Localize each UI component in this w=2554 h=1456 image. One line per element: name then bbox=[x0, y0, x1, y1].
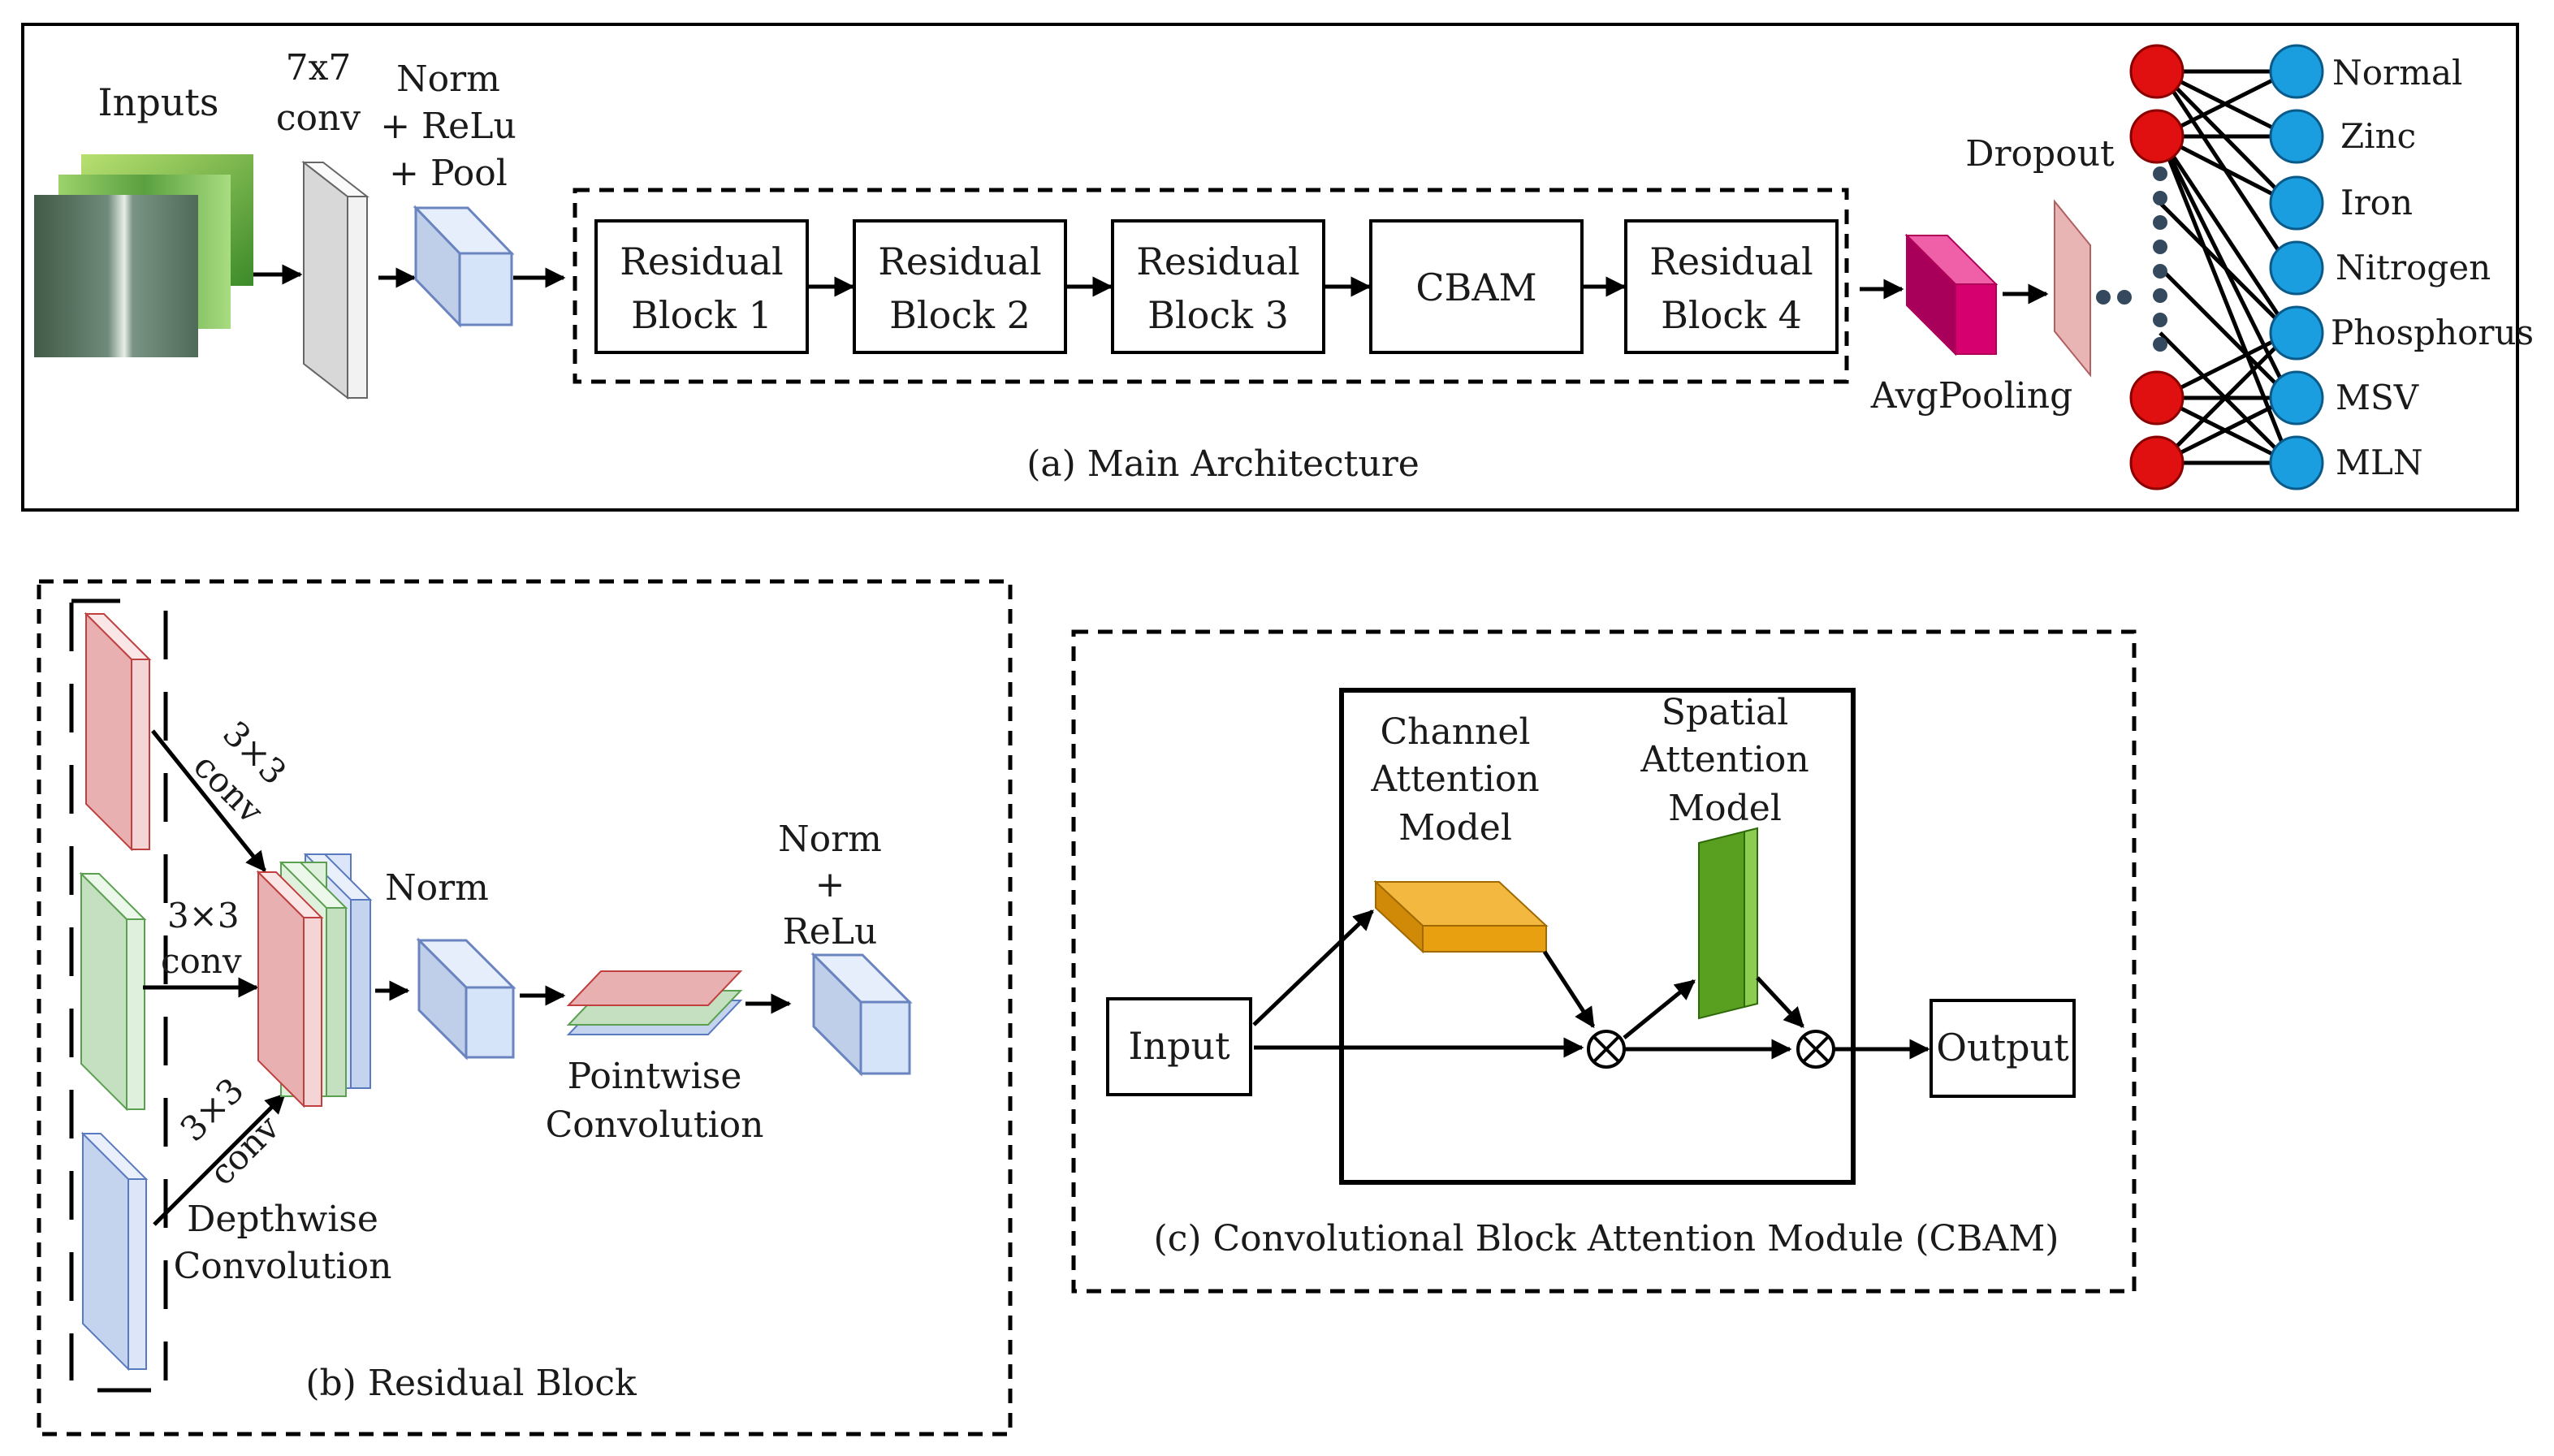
conv-label-mid-2: conv bbox=[161, 941, 242, 981]
dropout-label: Dropout bbox=[1965, 133, 2115, 175]
spatial-label-3: Model bbox=[1668, 788, 1782, 829]
multiply-icon bbox=[1796, 1030, 1835, 1069]
class-node-phosphorus bbox=[2269, 305, 2324, 361]
residual-block-1-line1: Residual bbox=[620, 240, 783, 283]
leaf-image-stack bbox=[34, 154, 253, 357]
pointwise-planes bbox=[566, 970, 743, 1035]
class-node-zinc bbox=[2269, 109, 2324, 164]
cbam-caption: (c) Convolutional Block Attention Module… bbox=[1154, 1218, 2059, 1259]
conv7x7-label-1: 7x7 bbox=[286, 47, 352, 89]
avgpooling-cube bbox=[1904, 233, 1999, 356]
norm-pool-cube bbox=[413, 205, 515, 328]
residual-block-4-line2: Block 4 bbox=[1661, 293, 1802, 337]
norm-relu-pool-3: + Pool bbox=[389, 153, 508, 194]
norm-relu-label-2: + bbox=[815, 864, 845, 905]
depthwise-green-layer bbox=[79, 871, 147, 1112]
pointwise-label-1: Pointwise bbox=[568, 1056, 742, 1097]
conv7x7-label-2: conv bbox=[276, 97, 361, 139]
norm-relu-pool-1: Norm bbox=[396, 58, 500, 100]
spatial-label-1: Spatial bbox=[1662, 692, 1789, 733]
channel-label-2: Attention bbox=[1370, 758, 1539, 800]
cbam-output-box: Output bbox=[1930, 999, 2076, 1098]
depthwise-red-layer bbox=[84, 611, 152, 852]
cbam-output-label: Output bbox=[1936, 1026, 2069, 1069]
spatial-attention-block bbox=[1698, 827, 1758, 1020]
residual-block-4: Residual Block 4 bbox=[1624, 219, 1839, 354]
depthwise-blue-layer bbox=[80, 1131, 149, 1372]
residual-norm-label: Norm bbox=[385, 867, 489, 909]
dropout-layer bbox=[2054, 199, 2091, 378]
conv7x7-layer bbox=[301, 160, 369, 400]
class-label-msv: MSV bbox=[2336, 378, 2419, 417]
avgpooling-label: AvgPooling bbox=[1870, 375, 2072, 417]
inputs-label: Inputs bbox=[98, 80, 219, 124]
residual-block-2-line1: Residual bbox=[878, 240, 1041, 283]
class-label-normal: Normal bbox=[2332, 53, 2462, 93]
norm-relu-pool-2: + ReLu bbox=[380, 106, 516, 147]
norm-relu-cube bbox=[810, 952, 913, 1077]
class-label-nitrogen: Nitrogen bbox=[2336, 248, 2491, 287]
class-node-nitrogen bbox=[2269, 240, 2324, 296]
residual-block-4-line1: Residual bbox=[1649, 240, 1813, 283]
residual-block-3-line2: Block 3 bbox=[1147, 293, 1289, 337]
hidden-node-4 bbox=[2129, 435, 2185, 490]
cbam-input-label: Input bbox=[1128, 1024, 1230, 1068]
residual-block-panel: 3×3 conv 3×3 conv 3×3 conv Depthwise Con… bbox=[37, 579, 1013, 1437]
hidden-node-2 bbox=[2129, 109, 2185, 164]
residual-block-3-line1: Residual bbox=[1136, 240, 1299, 283]
main-caption: (a) Main Architecture bbox=[1026, 443, 1420, 485]
class-node-normal bbox=[2269, 44, 2324, 99]
cbam-panel: Input Output Channel Attention Model Spa… bbox=[1071, 629, 2137, 1294]
class-label-iron: Iron bbox=[2340, 183, 2413, 223]
cbam-block-label: CBAM bbox=[1415, 266, 1536, 309]
norm-relu-label-3: ReLu bbox=[783, 911, 878, 953]
residual-block-2: Residual Block 2 bbox=[853, 219, 1067, 354]
main-architecture-panel: Inputs 7x7 conv Norm + ReLu + Pool bbox=[21, 23, 2534, 512]
depthwise-stack bbox=[256, 853, 373, 1108]
residual-norm-cube bbox=[416, 937, 516, 1061]
spatial-label-2: Attention bbox=[1640, 739, 1809, 780]
pointwise-label-2: Convolution bbox=[546, 1104, 764, 1146]
class-label-zinc: Zinc bbox=[2340, 116, 2416, 156]
class-node-mln bbox=[2269, 435, 2324, 490]
class-node-msv bbox=[2269, 370, 2324, 426]
cbam-inner-box bbox=[1339, 688, 1856, 1185]
residual-block-3: Residual Block 3 bbox=[1111, 219, 1325, 354]
conv-label-mid-1: 3×3 bbox=[167, 896, 240, 935]
depthwise-label-2: Convolution bbox=[174, 1246, 392, 1287]
class-label-phosphorus: Phosphorus bbox=[2331, 313, 2534, 352]
class-label-mln: MLN bbox=[2336, 443, 2423, 482]
depthwise-label-1: Depthwise bbox=[187, 1199, 378, 1240]
residual-stack-group bbox=[573, 188, 1849, 384]
channel-attention-block bbox=[1373, 879, 1549, 954]
residual-caption: (b) Residual Block bbox=[305, 1363, 637, 1404]
output-network bbox=[2129, 44, 2324, 490]
hidden-node-3 bbox=[2129, 370, 2185, 426]
residual-block-2-line2: Block 2 bbox=[889, 293, 1031, 337]
multiply-icon bbox=[1587, 1030, 1626, 1069]
cbam-block: CBAM bbox=[1369, 219, 1584, 354]
cbam-input-box: Input bbox=[1106, 997, 1252, 1096]
residual-block-1: Residual Block 1 bbox=[594, 219, 809, 354]
hidden-node-1 bbox=[2129, 44, 2185, 99]
channel-label-3: Model bbox=[1398, 807, 1512, 849]
channel-label-1: Channel bbox=[1380, 711, 1530, 753]
residual-block-1-line2: Block 1 bbox=[631, 293, 772, 337]
class-node-iron bbox=[2269, 175, 2324, 231]
norm-relu-label-1: Norm bbox=[778, 819, 882, 860]
